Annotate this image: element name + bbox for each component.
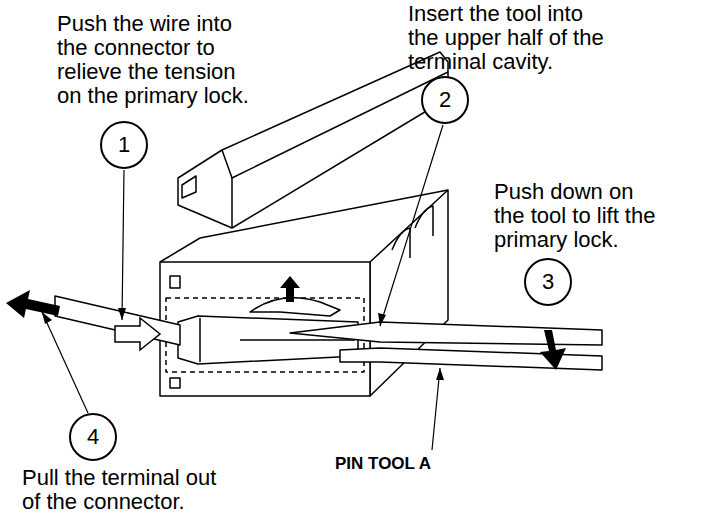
callout-number: 4	[87, 425, 99, 449]
callout-circle: 3	[524, 258, 572, 306]
primary-lock	[250, 298, 340, 316]
instruction-text: Pull the terminal out of the connector.	[22, 466, 227, 514]
pin-tool	[290, 322, 602, 345]
callout-number: 1	[118, 133, 130, 157]
push-arrow	[115, 318, 160, 350]
connector-body-side	[370, 190, 448, 396]
callout-circle: 4	[69, 413, 117, 461]
callout-circle: 1	[100, 121, 148, 169]
leader-line	[432, 368, 440, 450]
callout-number: 2	[439, 88, 451, 112]
instruction-text: Push down on the tool to lift the primar…	[494, 180, 662, 252]
callout-circle: 2	[421, 76, 469, 124]
terminal	[178, 316, 358, 364]
push-down-arrow	[540, 330, 566, 370]
leader-line	[42, 312, 88, 413]
tool-name: PIN TOOL A	[335, 454, 495, 474]
pull-arrow	[6, 290, 60, 318]
instruction-text: Push the wire into the connector to reli…	[57, 12, 257, 108]
leader-line	[122, 170, 124, 320]
instruction-text: Insert the tool into the upper half of t…	[408, 2, 613, 74]
lift-arrow	[280, 276, 300, 302]
callout-number: 3	[542, 270, 554, 294]
leader-line	[380, 125, 443, 326]
